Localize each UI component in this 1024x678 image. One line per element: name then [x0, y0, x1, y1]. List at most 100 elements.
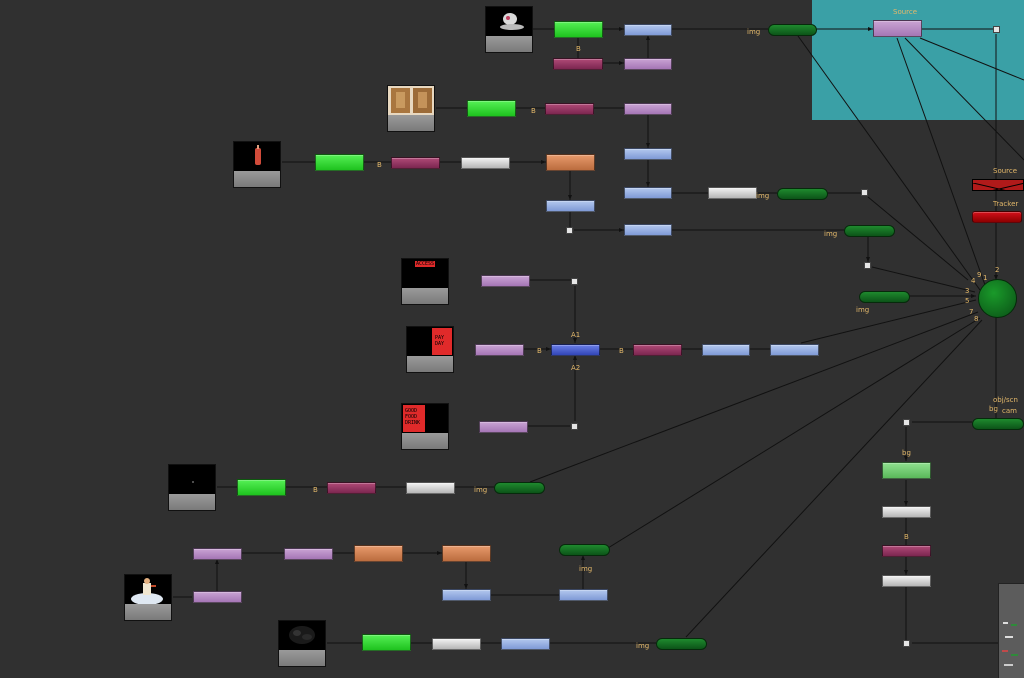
thumbnail-character [125, 575, 171, 604]
shuffle-node[interactable] [193, 548, 242, 560]
merge-node[interactable] [882, 545, 931, 557]
node-label-bar [402, 433, 448, 449]
blur-node[interactable] [442, 545, 491, 562]
label-bg: bg [902, 449, 911, 457]
transform-node[interactable] [624, 187, 672, 199]
dot-node[interactable] [903, 640, 910, 647]
crop-node[interactable] [406, 482, 455, 494]
label-b: B [313, 486, 318, 494]
thumbnail-poster-b: GOOD FOOD DRINK [402, 404, 448, 433]
label-a1: A1 [571, 331, 581, 339]
write-node[interactable] [559, 544, 610, 556]
label-img: img [856, 306, 870, 314]
crop-node[interactable] [461, 157, 510, 169]
label-cam: cam [1002, 407, 1017, 415]
background-grade-node[interactable] [882, 462, 931, 479]
dot-node[interactable] [993, 26, 1000, 33]
navigator-minimap[interactable] [998, 583, 1024, 678]
label-source-disabled: Source [993, 167, 1018, 175]
merge-node[interactable] [553, 58, 603, 70]
crop-node[interactable] [882, 506, 931, 518]
shuffle-node[interactable] [193, 591, 242, 603]
grade-node[interactable] [467, 100, 516, 117]
read-node-3[interactable] [233, 141, 281, 188]
read-node-8[interactable] [124, 574, 172, 621]
dot-node[interactable] [861, 189, 868, 196]
write-node[interactable] [859, 291, 910, 303]
grade-node[interactable] [315, 154, 364, 171]
merge-node[interactable] [633, 344, 682, 356]
shuffle-node[interactable] [624, 58, 672, 70]
write-node[interactable] [844, 225, 895, 237]
transform-node[interactable] [624, 24, 672, 36]
poster-a-text: PAY DAY [434, 335, 451, 347]
transform-node[interactable] [624, 224, 672, 236]
label-img: img [579, 565, 593, 573]
node-label-bar [169, 494, 215, 510]
label-b: B [576, 45, 581, 53]
input-label-8: 8 [974, 315, 979, 323]
thumbnail-bottle [234, 142, 280, 171]
read-node-6[interactable]: GOOD FOOD DRINK [401, 403, 449, 450]
thumbnail-caution-tag: ACCESS [402, 259, 448, 288]
input-label-7: 7 [969, 308, 974, 316]
tracker-node[interactable] [972, 211, 1022, 223]
disabled-source-node[interactable] [972, 179, 1024, 191]
dot-node[interactable] [571, 423, 578, 430]
grade-node[interactable] [362, 634, 411, 651]
node-label-bar [279, 650, 325, 666]
grade-node[interactable] [237, 479, 286, 496]
label-b: B [619, 347, 624, 355]
poster-b-text: GOOD FOOD DRINK [404, 408, 424, 426]
blur-node[interactable] [546, 154, 595, 171]
merge-node[interactable] [391, 157, 440, 169]
transform-node[interactable] [702, 344, 750, 356]
transform-node[interactable] [624, 148, 672, 160]
input-label-4: 4 [971, 277, 976, 285]
switch-node[interactable] [551, 344, 600, 356]
write-node[interactable] [768, 24, 817, 36]
write-node[interactable] [656, 638, 707, 650]
transform-node[interactable] [546, 200, 595, 212]
thumbnail-scene [279, 621, 325, 650]
read-node-7[interactable] [168, 464, 216, 511]
transform-node[interactable] [559, 589, 608, 601]
shuffle-node[interactable] [284, 548, 333, 560]
write-node[interactable] [494, 482, 545, 494]
camera-node[interactable] [972, 418, 1024, 430]
label-img: img [747, 28, 761, 36]
crop-node[interactable] [432, 638, 481, 650]
input-label-5: 5 [965, 297, 970, 305]
source-node[interactable] [873, 20, 922, 37]
read-node-1[interactable] [485, 6, 533, 53]
write-node[interactable] [777, 188, 828, 200]
transform-node[interactable] [770, 344, 819, 356]
crop-node[interactable] [708, 187, 757, 199]
dot-node[interactable] [903, 419, 910, 426]
input-label-1: 1 [983, 274, 988, 282]
read-node-4[interactable]: ACCESS [401, 258, 449, 305]
blur-node[interactable] [354, 545, 403, 562]
read-node-2[interactable] [387, 85, 435, 132]
merge-node[interactable] [327, 482, 376, 494]
node-label-bar [407, 356, 453, 372]
label-b: B [537, 347, 542, 355]
dot-node[interactable] [571, 278, 578, 285]
dot-node[interactable] [566, 227, 573, 234]
shuffle-node[interactable] [475, 344, 524, 356]
thumbnail-dark [169, 465, 215, 494]
scanline-render-node[interactable] [978, 279, 1017, 318]
grade-node[interactable] [554, 21, 603, 38]
transform-node[interactable] [442, 589, 491, 601]
shuffle-node[interactable] [479, 421, 528, 433]
merge-node[interactable] [545, 103, 594, 115]
label-img: img [756, 192, 770, 200]
shuffle-node[interactable] [624, 103, 672, 115]
crop-node[interactable] [882, 575, 931, 587]
read-node-5[interactable]: PAY DAY [406, 326, 454, 373]
dot-node[interactable] [864, 262, 871, 269]
transform-node[interactable] [501, 638, 550, 650]
shuffle-node[interactable] [481, 275, 530, 287]
read-node-9[interactable] [278, 620, 326, 667]
